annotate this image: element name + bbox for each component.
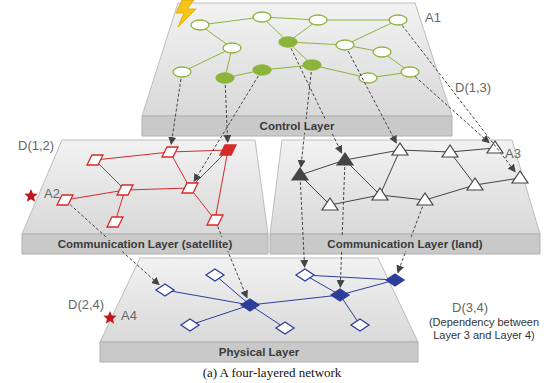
dependency-id: D(3,4) (452, 300, 488, 315)
layer-name: Communication Layer (satellite) (55, 237, 235, 251)
network-link (215, 275, 250, 305)
layer-plane: Communication Layer (land) (270, 234, 540, 254)
layer-front (100, 342, 418, 362)
control-node (359, 73, 377, 83)
satellite-node (207, 215, 223, 225)
control-node (253, 12, 271, 22)
network-link (170, 150, 228, 152)
dependency-arrow (300, 182, 304, 267)
dependency-arrow (340, 167, 344, 287)
layer-plane: Control Layer (142, 116, 452, 136)
layer-id: A3 (505, 146, 521, 161)
control-node (191, 20, 209, 30)
layer-id: A4 (121, 308, 137, 323)
layer-plane: Physical Layer (100, 342, 418, 362)
network-link (65, 190, 125, 200)
layer-plane: Communication Layer (satellite) (22, 234, 268, 254)
network-link (190, 305, 250, 325)
layer-front (142, 116, 452, 136)
network-link (425, 185, 475, 200)
layer-name: Physical Layer (216, 345, 303, 359)
dependency-arrow (291, 48, 341, 152)
control-node (253, 65, 271, 75)
satellite-node (162, 147, 178, 157)
satellite-node (182, 183, 198, 193)
star-symbol (24, 189, 37, 202)
dependency-id: D(2,4) (68, 297, 104, 312)
land-node (337, 153, 353, 165)
network-link (250, 295, 340, 305)
dependency-id: D(1,2) (18, 138, 54, 153)
layer-name: Control Layer (257, 119, 338, 133)
dependency-arrow (225, 85, 227, 142)
physical-node (206, 269, 224, 281)
control-node (223, 43, 241, 53)
land-node (292, 168, 308, 180)
layer-top (270, 140, 540, 234)
star-symbol (103, 311, 116, 324)
network-link (95, 160, 125, 190)
control-node (303, 60, 321, 70)
control-node (389, 15, 407, 25)
satellite-node (107, 217, 123, 227)
network-link (95, 152, 170, 160)
network-link (182, 48, 232, 72)
control-node (336, 40, 354, 50)
land-node (512, 171, 528, 183)
dependency-arrow (171, 79, 181, 144)
land-node (322, 198, 338, 210)
layer-front (22, 234, 268, 254)
control-node (309, 15, 327, 25)
physical-node (351, 319, 369, 331)
layer-top (100, 258, 418, 342)
network-link (400, 150, 450, 152)
land-node (392, 143, 408, 155)
network-link (340, 280, 395, 295)
layer-name: Communication Layer (land) (324, 237, 485, 251)
control-node (173, 67, 191, 77)
caption: (a) A four-layered network (0, 365, 544, 381)
control-node (216, 73, 234, 83)
dependency-arrow (194, 76, 258, 181)
land-node (467, 178, 483, 190)
control-node (279, 37, 297, 47)
physical-node (386, 274, 404, 286)
network-link (380, 150, 400, 195)
layer-id: A1 (425, 10, 441, 25)
network-link (345, 20, 398, 45)
land-node (417, 193, 433, 205)
network-link (250, 305, 285, 328)
network-link (305, 275, 395, 280)
dependency-arrow (402, 26, 515, 172)
physical-node (276, 322, 294, 334)
physical-node (296, 269, 314, 281)
network-link (215, 150, 228, 220)
note: (Dependency between Layer 3 and Layer 4) (428, 316, 540, 342)
control-node (401, 67, 419, 77)
layer-front (270, 234, 540, 254)
land-node (487, 141, 503, 153)
network-link (125, 188, 190, 190)
network-link (165, 290, 250, 305)
physical-node (181, 319, 199, 331)
dependency-id: D(1,3) (455, 80, 491, 95)
satellite-node (117, 185, 133, 195)
physical-node (241, 299, 259, 311)
network-link (318, 20, 398, 21)
physical-node (331, 289, 349, 301)
satellite-node (87, 155, 103, 165)
dependency-arrow (348, 51, 396, 143)
layer-top (22, 140, 268, 234)
physical-node (156, 284, 174, 296)
control-node (373, 47, 391, 57)
land-node (372, 188, 388, 200)
land-node (442, 145, 458, 157)
satellite-node (220, 145, 236, 155)
lightning-symbol (176, 0, 196, 27)
layer-id: A2 (44, 186, 60, 201)
